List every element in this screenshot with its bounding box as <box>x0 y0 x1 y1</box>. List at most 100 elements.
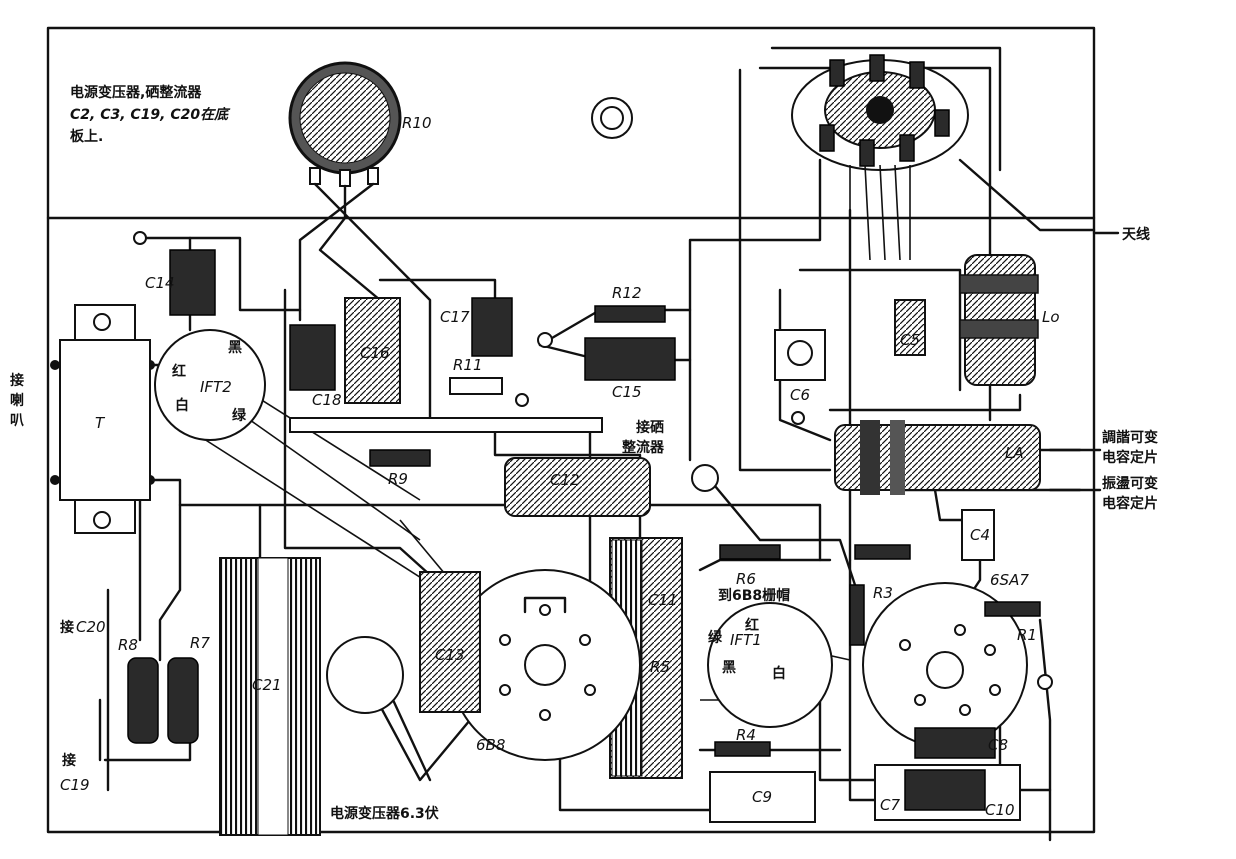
label-IFT2: IFT2 <box>200 378 232 396</box>
label-C7: C7 <box>880 796 900 814</box>
label-ift1-green: 绿 <box>708 629 723 646</box>
label-ift2-red: 红 <box>172 363 186 380</box>
label-C18: C18 <box>312 391 342 409</box>
label-R8: R8 <box>118 636 138 654</box>
speaker-label: 接 喇 叭 <box>10 372 24 429</box>
label-ift1-white: 白 <box>772 665 786 682</box>
label-R9: R9 <box>388 470 408 488</box>
capacitor-C21 <box>219 557 321 836</box>
label-Lo: Lo <box>1042 308 1060 326</box>
label-6B8: 6B8 <box>476 736 505 754</box>
label-osc-cap-2: 电容定片 <box>1102 495 1158 512</box>
terminal-dots <box>50 231 1053 690</box>
resistor-R1 <box>984 601 1041 617</box>
capacitor-C6 <box>774 329 826 381</box>
note-line-1: 电源变压器,硒整流器 <box>70 84 202 101</box>
capacitor-C13 <box>419 571 481 713</box>
panel-hole <box>591 97 633 139</box>
capacitor-C10 <box>904 769 986 811</box>
band-switch <box>791 54 969 261</box>
label-tuning-cap-2: 电容定片 <box>1102 449 1158 466</box>
terminal-strip <box>289 417 603 433</box>
resistor-unlabeled <box>854 544 911 560</box>
label-ift1-red: 红 <box>745 617 759 634</box>
resistor-R11 <box>449 377 503 395</box>
label-T: T <box>95 414 106 432</box>
label-to-6B8-cap: 到6B8栅帽 <box>718 587 790 604</box>
potentiometer-R10 <box>288 61 402 187</box>
label-C20-prefix: 接 <box>60 619 74 636</box>
output-transformer-T <box>59 304 151 534</box>
capacitor-C14 <box>169 249 216 316</box>
label-antenna: 天线 <box>1122 226 1150 243</box>
resistor-R8 <box>127 657 159 744</box>
capacitor-C4 <box>961 509 995 561</box>
label-C17: C17 <box>440 308 470 326</box>
label-C8: C8 <box>988 736 1008 754</box>
label-ift2-green: 绿 <box>232 407 247 424</box>
label-C15: C15 <box>612 383 642 401</box>
label-ift2-white: 白 <box>175 397 189 414</box>
capacitor-C5 <box>894 299 926 356</box>
label-6SA7: 6SA7 <box>990 571 1029 589</box>
speaker-label-1: 接 <box>10 372 24 389</box>
label-C6: C6 <box>790 386 810 404</box>
pilot-lamp-socket <box>326 636 404 714</box>
ift1-transformer <box>707 602 833 728</box>
label-C9: C9 <box>752 788 772 806</box>
label-ift2-black: 黑 <box>228 340 242 356</box>
resistor-R12 <box>594 305 666 323</box>
label-ift1-black: 黑 <box>722 660 736 676</box>
label-LA: LA <box>1005 444 1024 462</box>
coil-Lo <box>959 254 1039 386</box>
label-C13: C13 <box>435 646 465 664</box>
resistor-R9 <box>369 449 431 467</box>
label-C19: C19 <box>60 776 90 794</box>
label-osc-cap-1: 振盪可变 <box>1102 475 1158 492</box>
label-R3: R3 <box>873 584 893 602</box>
label-R11: R11 <box>453 356 483 374</box>
label-R4: R4 <box>736 726 756 744</box>
label-C20: C20 <box>76 618 106 636</box>
label-selenium-1: 接硒 <box>636 419 664 436</box>
resistor-R6 <box>719 544 781 560</box>
note-line-2: C2, C3, C19, C20在底 <box>70 106 231 123</box>
label-C5: C5 <box>900 331 920 349</box>
capacitor-C12 <box>504 457 651 517</box>
note-line-3: 板上. <box>70 128 103 145</box>
capacitor-C8 <box>914 727 996 759</box>
label-R6: R6 <box>736 570 756 588</box>
label-IFT1: IFT1 <box>730 631 762 649</box>
capacitor-C15 <box>584 337 676 381</box>
label-R12: R12 <box>612 284 642 302</box>
label-C12: C12 <box>550 471 580 489</box>
tube-socket-6SA7 <box>862 582 1028 748</box>
label-C21: C21 <box>252 676 282 694</box>
resistor-R3 <box>849 584 865 646</box>
label-C4: C4 <box>970 526 990 544</box>
speaker-label-3: 叭 <box>10 413 24 429</box>
label-R7: R7 <box>190 634 210 652</box>
label-selenium-2: 整流器 <box>621 439 665 456</box>
label-R10: R10 <box>402 114 432 132</box>
capacitor-C17 <box>471 297 513 357</box>
label-power-transformer: 电源变压器6.3伏 <box>330 805 439 822</box>
label-R1: R1 <box>1017 626 1037 644</box>
resistor-R7 <box>167 657 199 744</box>
capacitor-C9 <box>709 771 816 823</box>
resistor-R4 <box>714 741 771 757</box>
coil-LA <box>834 420 1041 495</box>
capacitor-C16 <box>344 297 401 404</box>
chassis-frame <box>46 26 1096 834</box>
label-tuning-cap-1: 調諧可变 <box>1102 429 1158 446</box>
note-text: 电源变压器,硒整流器 C2, C3, C19, C20在底 板上. <box>70 84 231 145</box>
ift2-transformer <box>154 329 266 441</box>
label-C10: C10 <box>985 801 1015 819</box>
label-C16: C16 <box>360 344 390 362</box>
label-C11: C11 <box>648 591 678 609</box>
label-C19-prefix: 接 <box>62 752 76 769</box>
label-C14: C14 <box>145 274 175 292</box>
speaker-label-2: 喇 <box>10 392 24 409</box>
tube-socket-6B8 <box>449 569 641 761</box>
